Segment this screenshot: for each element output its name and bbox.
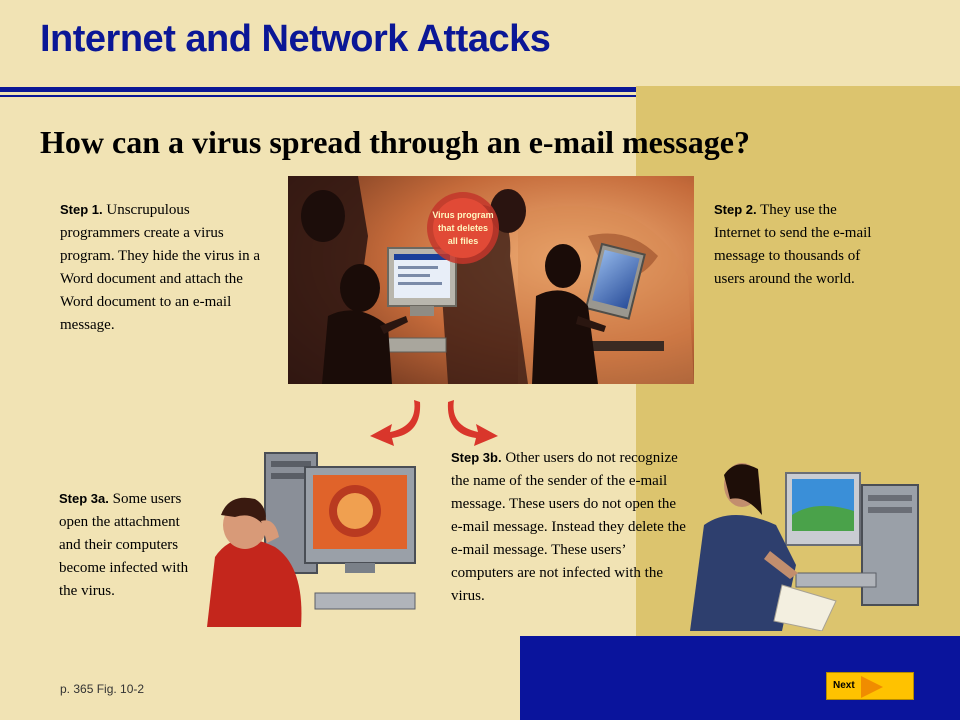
infected-user-illustration — [207, 452, 416, 627]
title-rule-thick — [0, 87, 636, 92]
step-1: Step 1. Unscrupulous programmers create … — [60, 198, 270, 337]
curved-arrow-right-icon — [447, 400, 498, 446]
step-2: Step 2. They use the Internet to send th… — [714, 198, 874, 291]
title-rule-thin — [0, 95, 636, 97]
step-1-label: Step 1. — [60, 202, 103, 217]
curved-arrow-left-icon — [370, 400, 421, 446]
virus-banner-line-1: Virus program — [432, 210, 493, 220]
safe-user-illustration — [690, 463, 919, 631]
step-3b-label: Step 3b. — [451, 450, 502, 465]
slide-title: Internet and Network Attacks — [40, 18, 551, 60]
next-arrow-icon — [861, 676, 883, 698]
next-button-label: Next — [833, 680, 855, 691]
step-3b-text: Other users do not recognize the name of… — [451, 450, 686, 604]
step-3a-text: Some users open the attachment and their… — [59, 491, 189, 599]
step-2-text: They use the Internet to send the e-mail… — [714, 202, 872, 287]
next-button[interactable]: Next — [826, 672, 914, 700]
virus-banner-line-2: that deletes — [438, 223, 488, 233]
figure-reference: p. 365 Fig. 10-2 — [60, 682, 145, 696]
step-3a: Step 3a. Some users open the attachment … — [59, 487, 199, 603]
step-1-text: Unscrupulous programmers create a virus … — [60, 202, 261, 333]
step-2-label: Step 2. — [714, 202, 757, 217]
step-3b: Step 3b. Other users do not recognize th… — [451, 446, 691, 608]
step-3a-label: Step 3a. — [59, 491, 109, 506]
virus-creation-illustration: Virus program that deletes all files — [288, 176, 694, 384]
slide-question: How can a virus spread through an e-mail… — [40, 124, 750, 160]
virus-banner-line-3: all files — [448, 236, 479, 246]
